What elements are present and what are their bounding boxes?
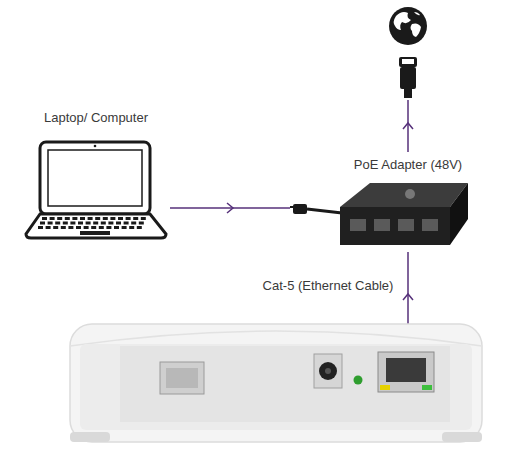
internet-globe bbox=[389, 7, 427, 45]
ethernet-plug bbox=[399, 57, 417, 98]
uplink-line bbox=[403, 100, 413, 152]
poe-adapter-node: PoE Adapter (48V) bbox=[290, 153, 480, 255]
node-label: PoE Adapter (48V) bbox=[330, 157, 486, 172]
laptop-drawing bbox=[22, 104, 170, 244]
access-point-device bbox=[70, 324, 482, 442]
cable-label: Cat-5 (Ethernet Cable) bbox=[258, 278, 398, 293]
laptop-node: Laptop/ Computer bbox=[22, 104, 170, 244]
node-label: Laptop/ Computer bbox=[22, 110, 170, 125]
connector-arrow bbox=[170, 203, 290, 213]
